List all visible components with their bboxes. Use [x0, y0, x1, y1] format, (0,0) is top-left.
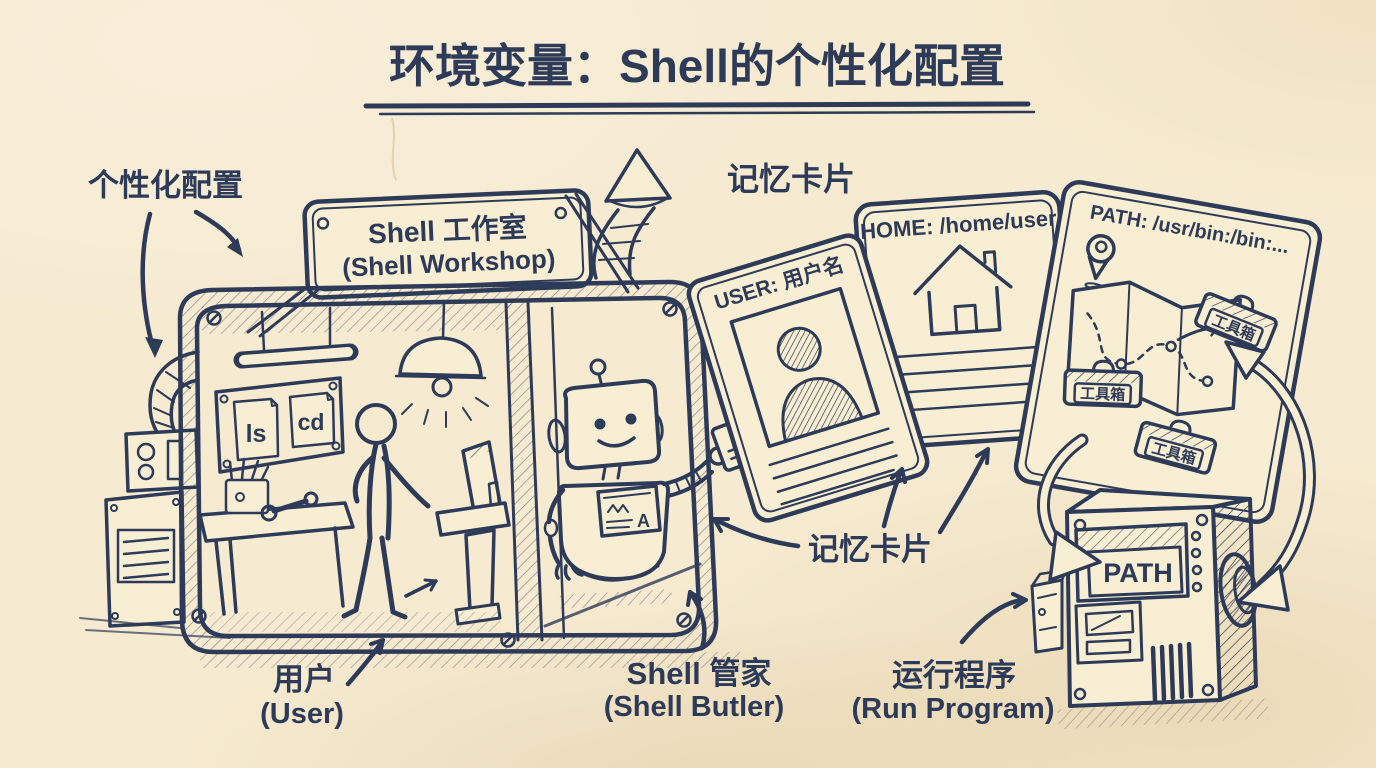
light-rays: [401, 397, 489, 428]
cabinet: [79, 490, 231, 639]
path-slot: PATH: [1074, 522, 1190, 603]
machine-gauge: [1074, 600, 1144, 665]
hollow-arrow-right: [1224, 340, 1316, 612]
user-label-en: (User): [260, 698, 344, 730]
poster-ls: ls: [246, 420, 267, 448]
tube-light: [233, 306, 359, 369]
ground-shadow: [200, 652, 740, 668]
user-annotation: 用户 (User): [260, 638, 385, 730]
sign-screw-right: [554, 206, 568, 220]
memory-cards-annotation: 记忆卡片: [712, 447, 990, 567]
machine-screws: [1073, 513, 1215, 701]
personalization-label: 个性化配置: [88, 168, 243, 203]
wrench: [260, 491, 319, 522]
memory-cards-title: 记忆卡片: [727, 161, 855, 197]
card-path: PATH: /usr/bin:/bin:... 工具箱: [1013, 180, 1323, 524]
title-underline: [363, 101, 1031, 109]
butler-label-cn: Shell 管家: [627, 656, 772, 691]
robot-chest-letter: A: [637, 511, 650, 531]
sign-screw-left: [316, 217, 330, 230]
machine-shadow: [1057, 698, 1269, 730]
personalization-annotation: 个性化配置: [88, 168, 243, 358]
paper-crease: [391, 117, 397, 181]
command-board: ls cd: [214, 376, 345, 474]
page-title: 环境变量：Shell的个性化配置: [389, 40, 1005, 92]
memory-cards-mid-label: 记忆卡片: [808, 532, 932, 567]
machine-slot-label: PATH: [1103, 558, 1173, 588]
poster-cd: cd: [298, 409, 325, 435]
toolbox-2: 工具箱: [1062, 359, 1144, 409]
user-figure: [341, 403, 431, 620]
floor-hatch: [210, 612, 500, 632]
robot-antenna: [589, 358, 607, 376]
robot-head: [563, 378, 662, 471]
title-underline-2: [378, 110, 1036, 116]
butler-label-en: (Shell Butler): [604, 691, 784, 723]
robot-chest-screen: A: [596, 484, 662, 538]
workbench: [198, 457, 355, 616]
tool-cup: [224, 457, 270, 515]
cell-divider: [504, 300, 566, 642]
sign-line1: Shell 工作室: [367, 211, 527, 250]
workshop-interior: ls cd: [198, 300, 511, 632]
hollow-arrow-left: [1036, 433, 1102, 582]
robot-butler: A: [543, 358, 786, 628]
floor-arrow: [404, 578, 438, 598]
desk: [435, 440, 511, 626]
poster-cd-sheet: [288, 391, 336, 449]
title-block: 环境变量：Shell的个性化配置: [363, 40, 1036, 116]
user-label-cn: 用户: [273, 662, 335, 697]
toolbox-2-label: 工具箱: [1080, 384, 1126, 404]
ceiling-hatch: [202, 300, 516, 334]
machine-vents: [1150, 641, 1194, 703]
run-program-annotation: 运行程序 (Run Program): [852, 592, 1055, 725]
house-icon: [913, 244, 1013, 337]
robot-smile: [597, 436, 636, 448]
card-user: USER: 用户名: [686, 233, 930, 523]
arrow-to-duct: [140, 211, 156, 351]
hanging-lamp: [394, 300, 489, 428]
indicator-dots: [1190, 530, 1203, 593]
robot-hand-left: [554, 561, 584, 581]
toolbox-1: 工具箱: [1194, 292, 1278, 353]
chimney: [592, 148, 672, 280]
run-label-cn: 运行程序: [892, 658, 1016, 693]
poster-ls-sheet: [232, 397, 280, 462]
butler-annotation: Shell 管家 (Shell Butler): [604, 590, 784, 723]
program-machine: PATH: [1030, 488, 1269, 730]
photo-icon: [729, 286, 881, 449]
machine-side-box: [1030, 568, 1068, 654]
run-label-en: (Run Program): [852, 693, 1055, 725]
